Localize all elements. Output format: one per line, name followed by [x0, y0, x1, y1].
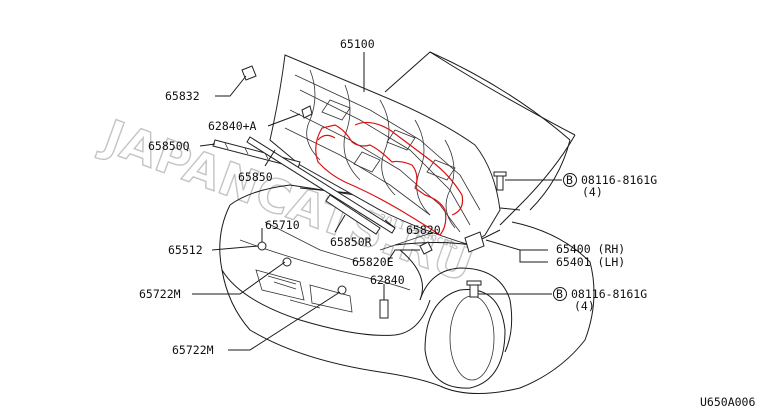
marker-b-letter: B [566, 173, 573, 187]
label-65820: 65820 [406, 223, 441, 237]
hood-part [269, 54, 501, 246]
fasteners [241, 65, 507, 319]
hood-seal-parts [212, 136, 396, 235]
callout-bolt-bottom: B 08116-8161G (4) [553, 287, 647, 313]
label-62840: 62840 [370, 273, 405, 287]
label-65850r: 65850R [330, 235, 372, 249]
marker-b-letter-2: B [556, 287, 563, 301]
label-bolt-bottom: 08116-8161G [571, 287, 647, 301]
label-hinge-lh: 65401 (LH) [556, 255, 625, 269]
label-bolt-top: 08116-8161G [581, 173, 657, 187]
callout-labels: 65100 65832 62840+A 65850Q 65850 65710 6… [139, 37, 755, 409]
label-hinge-rh: 65400 (RH) [556, 242, 625, 256]
label-65710: 65710 [265, 218, 300, 232]
label-bolt-top-qty: (4) [582, 185, 603, 199]
hood-insulator-highlight [315, 121, 464, 236]
callout-bolt-top: B 08116-8161G (4) [563, 173, 657, 199]
label-bolt-bottom-qty: (4) [574, 299, 595, 313]
label-62840a: 62840+A [208, 119, 257, 133]
label-65832: 65832 [165, 89, 200, 103]
marker-b-circle [563, 173, 577, 187]
label-65820e: 65820E [352, 255, 394, 269]
label-65722m-lower: 65722M [172, 343, 214, 357]
label-65722m-upper: 65722M [139, 287, 181, 301]
label-65850: 65850 [238, 170, 273, 184]
marker-b-circle-2 [553, 287, 567, 301]
drawing-code: U650A006 [700, 395, 755, 409]
leader-lines [192, 52, 562, 351]
label-65100: 65100 [340, 37, 375, 51]
label-65850q: 65850Q [148, 139, 190, 153]
label-65512: 65512 [168, 243, 203, 257]
